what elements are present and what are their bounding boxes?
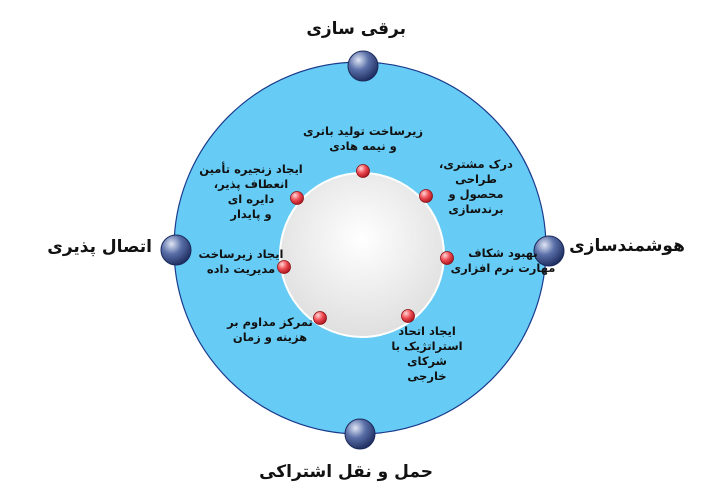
inner-label-2: درک مشتری، طراحی محصول و برندسازی <box>439 157 513 216</box>
label-top: برقی سازی <box>306 19 406 39</box>
inner-node-3 <box>440 251 454 265</box>
outer-node-right <box>533 235 565 267</box>
inner-node-5 <box>313 311 327 325</box>
inner-node-4 <box>401 309 415 323</box>
inner-node-2 <box>419 189 433 203</box>
inner-label-7: ایجاد زنجیره تأمین انعطاف پذیر، دایره ای… <box>199 162 303 221</box>
label-right: هوشمندسازی <box>569 236 685 256</box>
inner-node-7 <box>290 191 304 205</box>
inner-label-5: تمرکز مداوم بر هزینه و زمان <box>227 315 313 344</box>
inner-label-1: زیرساخت تولید باتری و نیمه هادی <box>302 124 424 153</box>
outer-node-top <box>347 50 379 82</box>
inner-node-6 <box>277 260 291 274</box>
inner-label-3: بهبود شکاف مهارت نرم افزاری <box>450 246 556 275</box>
label-bottom: حمل و نقل اشتراکی <box>259 462 433 482</box>
inner-label-6: ایجاد زیرساخت مدیریت داده <box>198 247 284 276</box>
inner-label-4: ایجاد اتحاد استراتژیک با شرکای خارجی <box>391 324 463 383</box>
inner-node-1 <box>356 164 370 178</box>
outer-node-bottom <box>344 418 376 450</box>
outer-node-left <box>160 234 192 266</box>
label-left: اتصال پذیری <box>47 237 152 257</box>
